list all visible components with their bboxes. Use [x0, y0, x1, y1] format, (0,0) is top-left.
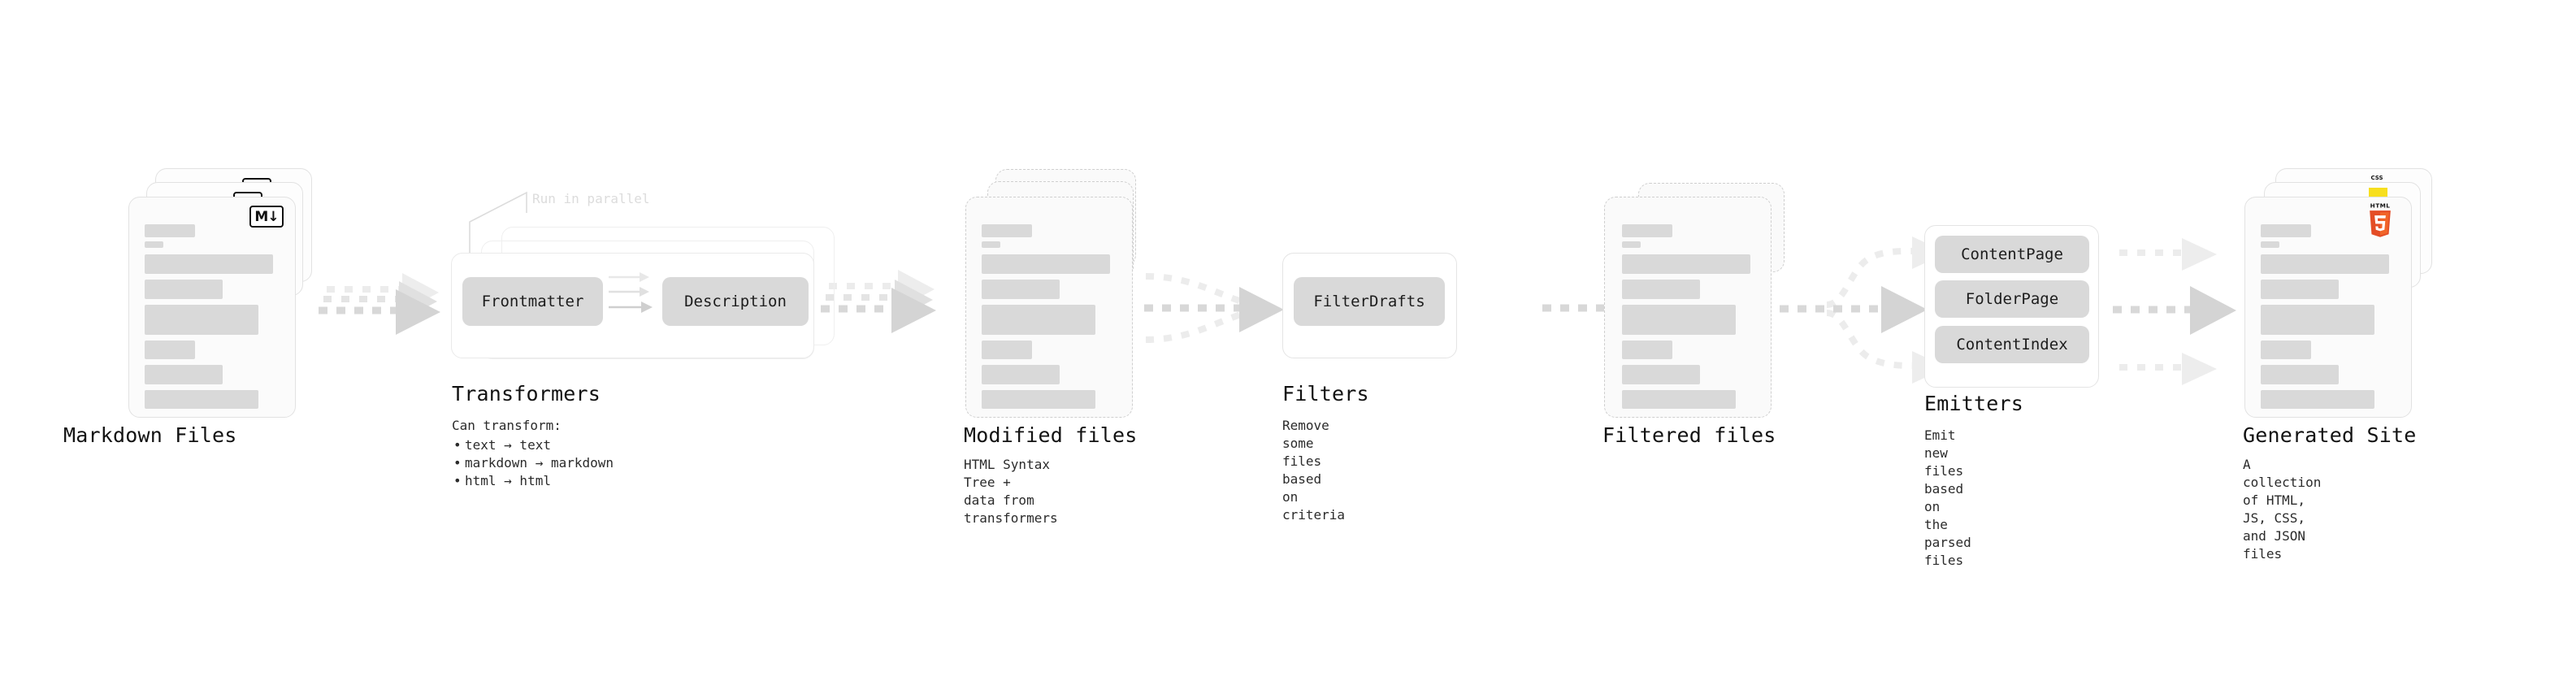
bullet-item: markdown → markdown [453, 454, 614, 472]
skeleton-bar [145, 340, 195, 359]
stage-subtitle-emitters: Emit new files based on the parsed files [1924, 427, 1971, 568]
skeleton-bar [145, 224, 195, 237]
skeleton-bar [145, 254, 273, 274]
stage-title-transformers: Transformers [452, 382, 601, 406]
css-logo-text: CSS [2370, 175, 2383, 181]
skeleton-bar [1622, 390, 1736, 409]
skeleton-bar [1622, 280, 1700, 299]
html5-logo-icon: HTML [2370, 202, 2391, 237]
stage-title-markdown-files: Markdown Files [63, 423, 237, 447]
skeleton-bar [2261, 241, 2279, 248]
stage-title-generated-site: Generated Site [2243, 423, 2417, 447]
skeleton-bar [2261, 340, 2311, 359]
skeleton-bar [982, 254, 1110, 274]
filter-pill-filterdrafts[interactable]: FilterDrafts [1294, 277, 1445, 326]
skeleton-bar [982, 224, 1032, 237]
skeleton-bar [1622, 241, 1641, 248]
skeleton-bar [1622, 340, 1672, 359]
emitter-pill-contentpage[interactable]: ContentPage [1935, 236, 2089, 273]
transformer-internal-arrows [609, 272, 653, 313]
stage-title-modified-files: Modified files [964, 423, 1138, 447]
arrow-emitters-to-site [2113, 238, 2236, 385]
skeleton-bar [1622, 365, 1700, 384]
skeleton-bar [145, 241, 163, 248]
skeleton-bar [1622, 254, 1750, 274]
skeleton-bar [982, 241, 1000, 248]
stage-title-emitters: Emitters [1924, 392, 2024, 415]
skeleton-bar [982, 390, 1095, 409]
skeleton-bar [145, 365, 223, 384]
stage-subtitle-filters: Remove some files based on criteria [1282, 418, 1346, 523]
emitter-pill-contentindex[interactable]: ContentIndex [1935, 326, 2089, 363]
skeleton-bar [2261, 365, 2339, 384]
arrow-filtered-to-emitters [1780, 236, 1947, 384]
transformers-bullet-list: Can transform: text → text markdown → ma… [452, 417, 614, 490]
skeleton-bar [982, 280, 1060, 299]
skeleton-bar [982, 365, 1060, 384]
skeleton-bar [2261, 280, 2339, 299]
emitter-pill-folderpage[interactable]: FolderPage [1935, 280, 2089, 318]
bullets-header: Can transform: [452, 418, 562, 433]
transformer-pill-description[interactable]: Description [662, 277, 809, 326]
skeleton-bar [145, 390, 258, 409]
svg-text:HTML: HTML [2370, 202, 2391, 210]
stage-title-filters: Filters [1282, 382, 1369, 406]
stage-title-filtered-files: Filtered files [1602, 423, 1776, 447]
skeleton-bar [2261, 254, 2389, 274]
skeleton-bar [145, 280, 223, 299]
skeleton-bar [1622, 224, 1672, 237]
skeleton-bar [145, 305, 258, 335]
skeleton-bar [2261, 305, 2374, 335]
skeleton-bar [982, 305, 1095, 335]
stage-subtitle-modified-files: HTML Syntax Tree + data from transformer… [964, 457, 1058, 526]
bullet-item: html → html [453, 472, 614, 490]
run-in-parallel-label: Run in parallel [532, 191, 650, 206]
arrow-modified-to-filters [1144, 273, 1284, 343]
arrow-markdown-to-transformers [319, 273, 440, 335]
skeleton-bar [2261, 224, 2311, 237]
stage-subtitle-generated-site: A collection of HTML, JS, CSS, and JSON … [2243, 457, 2322, 562]
skeleton-bar [1622, 305, 1736, 335]
skeleton-bar [982, 340, 1032, 359]
bullet-item: text → text [453, 436, 614, 454]
markdown-logo-icon: M↓ [249, 206, 284, 228]
arrow-transformers-to-modified [821, 270, 936, 333]
skeleton-bar [2261, 390, 2374, 409]
transformer-pill-frontmatter[interactable]: Frontmatter [462, 277, 603, 326]
